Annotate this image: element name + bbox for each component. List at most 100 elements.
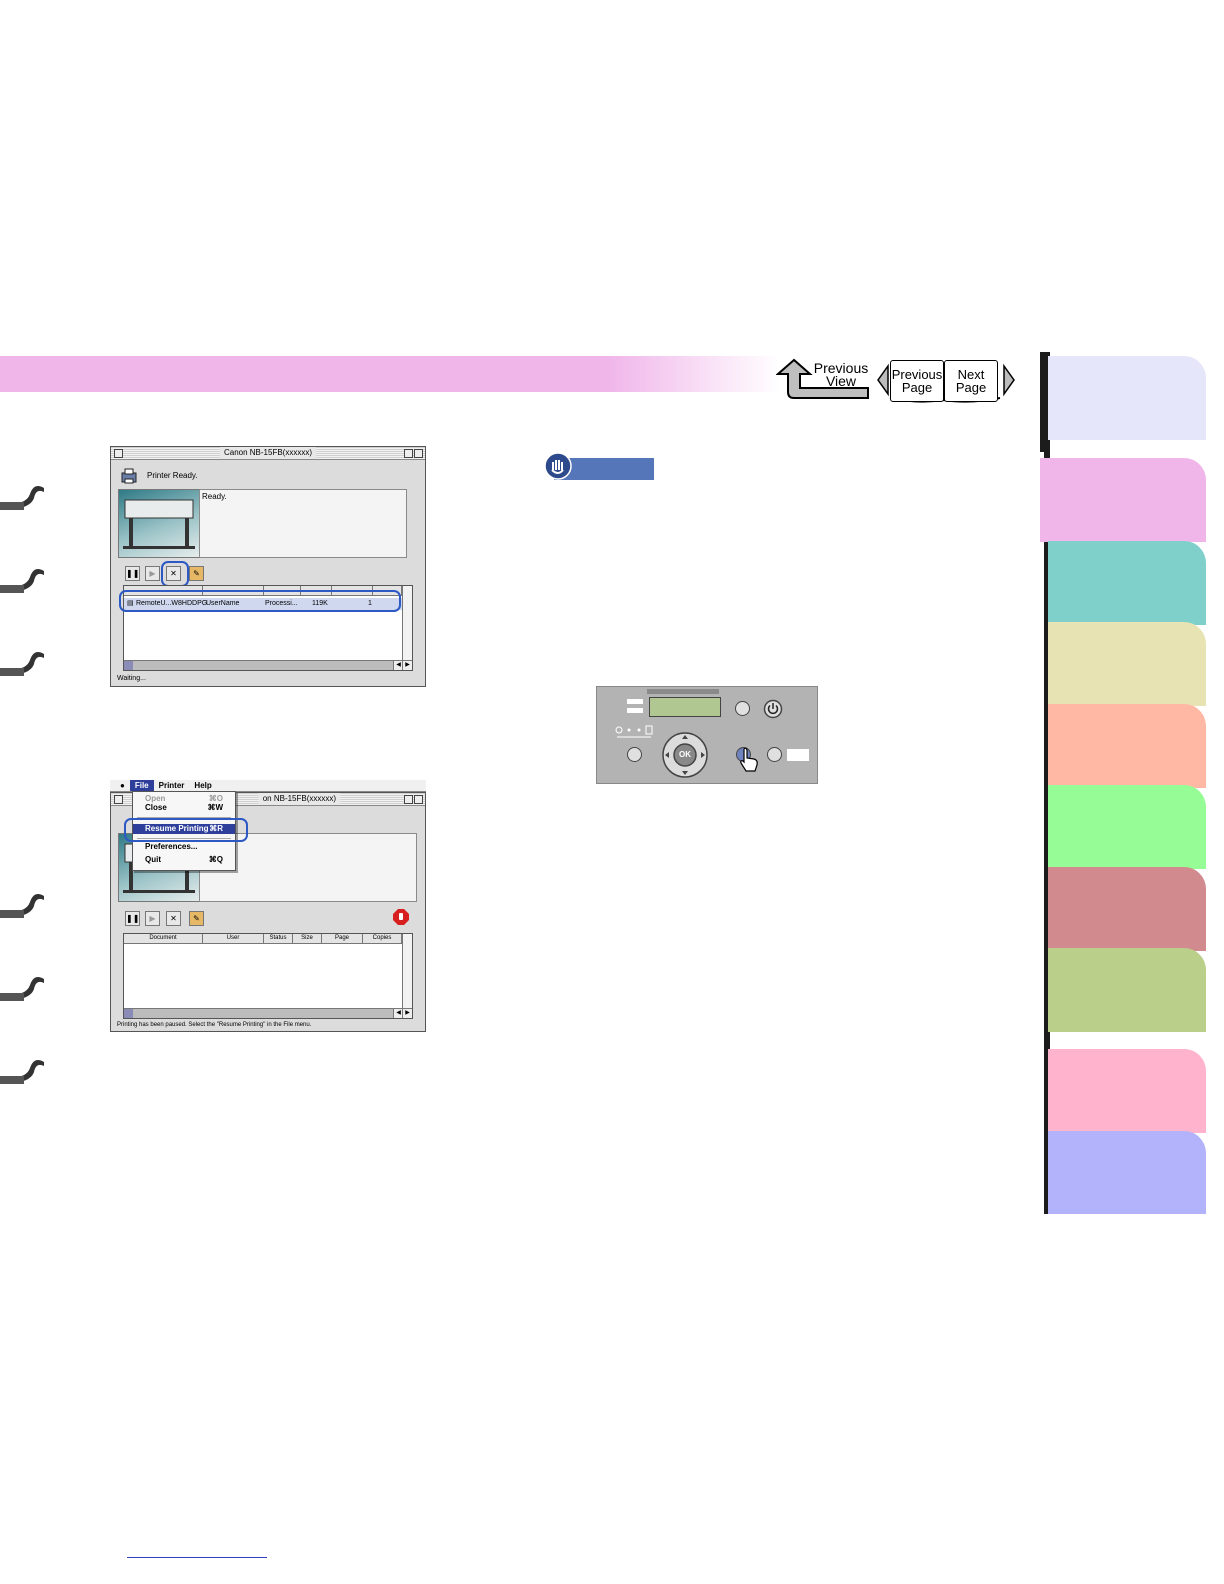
zoom-box-icon[interactable]	[404, 795, 413, 804]
table-row[interactable]: ▤ RemoteU...W8HDDPG UserName Processi...…	[124, 598, 402, 610]
col-page[interactable]: Page	[322, 934, 363, 943]
window-title: Canon NB-15FB(xxxxxx)	[219, 447, 317, 459]
binder-ring-icon	[0, 652, 44, 676]
document-icon: ▤	[127, 600, 134, 607]
previous-view-button[interactable]: Previous View	[776, 358, 872, 402]
collapse-box-icon[interactable]	[414, 449, 423, 458]
print-queue-window: Canon NB-15FB(xxxxxx) Printer Ready. Rea…	[110, 446, 426, 687]
important-note-badge	[544, 452, 654, 480]
indicator-label	[787, 749, 809, 761]
col-user[interactable]: User	[203, 934, 264, 943]
chapter-tab-7[interactable]	[1048, 867, 1206, 951]
menu-printer[interactable]: Printer	[158, 781, 185, 790]
menu-item-preferences[interactable]: Preferences...	[145, 842, 198, 851]
chapter-tab-1[interactable]	[1048, 356, 1206, 440]
job-document: RemoteU...W8HDDPG	[136, 600, 208, 607]
paper-source-button[interactable]	[627, 747, 642, 762]
job-list-header: Document User Status Size Page Copies	[124, 934, 402, 944]
chapter-tab-4[interactable]	[1048, 622, 1206, 706]
menu-item-close[interactable]: Close⌘W	[145, 803, 223, 812]
navigation-pad[interactable]	[661, 731, 709, 779]
header-band	[0, 356, 780, 392]
binder-ring-icon	[0, 1060, 44, 1084]
vertical-scrollbar[interactable]	[402, 934, 412, 1008]
menu-item-quit[interactable]: Quit⌘Q	[145, 855, 223, 864]
menu-help[interactable]: Help	[194, 781, 212, 790]
power-button[interactable]	[763, 699, 783, 719]
job-status: Processi...	[265, 600, 298, 607]
close-box-icon[interactable]	[114, 795, 123, 804]
printer-info-button[interactable]: ✎	[189, 566, 204, 581]
hand-stop-icon	[544, 452, 572, 480]
col-document[interactable]: Document	[124, 934, 203, 943]
next-page-button[interactable]: Next Page	[944, 360, 998, 402]
scroll-right-icon[interactable]: ▶	[402, 661, 412, 670]
resume-button[interactable]: ▶	[145, 911, 160, 926]
panel-button[interactable]	[735, 701, 750, 716]
menu-item-resume-printing[interactable]: Resume Printing⌘R	[133, 824, 235, 834]
status-bar-text: Waiting...	[117, 675, 146, 682]
chapter-tab-6[interactable]	[1048, 785, 1206, 869]
chapter-tab-3[interactable]	[1048, 541, 1206, 625]
pause-button[interactable]: ❚❚	[125, 566, 140, 581]
chapter-tab-5[interactable]	[1048, 704, 1206, 788]
bottom-link-underline[interactable]	[127, 1557, 267, 1558]
apple-icon[interactable]: ●	[120, 781, 125, 790]
menu-divider	[137, 817, 231, 818]
binder-ring-icon	[0, 977, 44, 1001]
scroll-left-icon[interactable]: ◀	[393, 1009, 403, 1018]
close-box-icon[interactable]	[114, 449, 123, 458]
job-user: UserName	[206, 600, 240, 607]
previous-view-label: Previous View	[813, 360, 869, 389]
col-size[interactable]: Size	[293, 934, 322, 943]
printer-operation-panel: OK	[596, 686, 818, 784]
chapter-tab-9[interactable]	[1048, 1049, 1206, 1133]
chapter-tab-10[interactable]	[1048, 1131, 1206, 1214]
vertical-scrollbar[interactable]	[402, 586, 412, 660]
window-title: on NB-15FB(xxxxxx)	[258, 793, 341, 805]
indicator-lamp	[627, 699, 643, 704]
lcd-display	[649, 697, 721, 717]
page-navigation: Previous Page Next Page	[876, 358, 1016, 406]
file-menu-dropdown: Open⌘O Close⌘W Resume Printing⌘R Prefere…	[132, 791, 236, 871]
col-status[interactable]: Status	[264, 934, 293, 943]
col-copies[interactable]: Copies	[363, 934, 402, 943]
collapse-box-icon[interactable]	[414, 795, 423, 804]
highlight-ring	[119, 590, 401, 612]
printer-image	[118, 489, 200, 558]
menu-file[interactable]: File	[129, 780, 154, 791]
pause-button[interactable]: ❚❚	[125, 911, 140, 926]
binder-ring-icon	[0, 486, 44, 510]
print-queue-window-paused: ● File Printer Help on NB-15FB(xxxxxx) ❚…	[110, 780, 426, 1032]
ok-button-label: OK	[679, 750, 691, 759]
previous-page-button[interactable]: Previous Page	[890, 360, 944, 402]
chapter-tab-2-active[interactable]	[1040, 458, 1206, 542]
horizontal-scrollbar[interactable]: ◀ ▶	[124, 660, 412, 670]
job-size: 119K	[312, 600, 328, 607]
printer-status-text: Printer Ready.	[147, 471, 198, 480]
binder-ring-icon	[0, 569, 44, 593]
chapter-tab-8[interactable]	[1048, 948, 1206, 1032]
chapter-tabs	[1040, 352, 1210, 1214]
indicator-lamp	[627, 708, 643, 713]
resume-button[interactable]: ▶	[145, 566, 160, 581]
scroll-right-icon[interactable]: ▶	[402, 1009, 412, 1018]
menu-bar: ● File Printer Help	[110, 780, 426, 792]
message-box: Ready.	[199, 489, 407, 558]
job-page: 1	[368, 600, 372, 607]
stop-hand-icon	[393, 909, 409, 925]
printer-icon	[121, 468, 137, 484]
menu-divider	[137, 838, 231, 839]
scroll-left-icon[interactable]: ◀	[393, 661, 403, 670]
horizontal-scrollbar[interactable]: ◀ ▶	[124, 1008, 412, 1018]
window-titlebar[interactable]: Canon NB-15FB(xxxxxx)	[111, 447, 425, 460]
highlight-ring	[124, 818, 248, 842]
zoom-box-icon[interactable]	[404, 449, 413, 458]
panel-button[interactable]	[767, 747, 782, 762]
delete-job-button[interactable]: ✕	[166, 911, 181, 926]
delete-job-button[interactable]: ✕	[166, 566, 181, 581]
back-arrow-icon	[776, 358, 869, 399]
job-list: Document User Status Size Page Copies ◀ …	[123, 933, 413, 1019]
printer-info-button[interactable]: ✎	[189, 911, 204, 926]
menu-item-open[interactable]: Open⌘O	[145, 794, 223, 803]
